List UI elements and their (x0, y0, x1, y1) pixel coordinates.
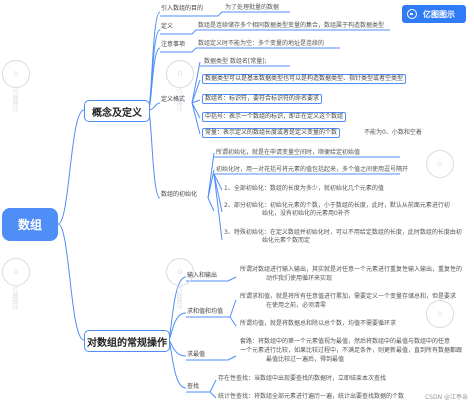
format-label[interactable]: 定义格式 (161, 96, 186, 103)
root-node[interactable]: 数组 (2, 208, 58, 241)
definition-desc: 数组是连续储存多个相同数据类型变量的集合，数组属于构造数据类型 (198, 22, 385, 29)
init-method-full: 1、全部初始化：数组的长度为多少，就初始化几个元素的值 (224, 185, 384, 192)
format-item-name: 数组名：标识符，要符合标识符的命名要求 (202, 94, 323, 105)
init-method-partial-line2: 始化，没有初始化的元素用0补齐 (262, 210, 350, 217)
avg-desc: 所谓均值，就是将数据总和除以总个数，均值不需要循环求 (240, 320, 397, 327)
search-exist-desc: 存在性查找：当数组中出现要查找的数据时，立即结束本次查找 (218, 375, 387, 382)
io-desc-line2: 动作我们使用循环来实现 (266, 275, 333, 282)
format-item-constant: 常量：表示定义的数组长度或者是定义变量的个数 (202, 128, 341, 139)
watermark-logo-mark: D (177, 268, 183, 276)
init-method-special-line2: 始化元素个数而定 (262, 237, 311, 244)
branch-concept-definition[interactable]: 概念及定义 (84, 100, 150, 122)
search-label[interactable]: 查找 (187, 383, 200, 390)
max-desc-line1: 套路：将数组中的第一个元素值视为最值，然后将数组中的最值与数组中的任意 (240, 338, 451, 345)
watermark-logo-mark: D (177, 70, 183, 78)
csdn-watermark: CSDN @江亭亲 (424, 394, 468, 401)
watermark-logo-mark: D (437, 310, 443, 318)
watermark-logo-icon: D (166, 60, 194, 88)
brand-badge[interactable]: 亿图图示 (402, 5, 466, 23)
notes-desc: 数组定义时不能为空：多个变量的地址是连续的 (198, 40, 325, 47)
purpose-desc: 为了处理批量的数据 (225, 4, 280, 11)
format-item-bracket: 中括号：表示一个数组的标识，即正在定义这个数组 (202, 112, 347, 123)
branch-common-operations[interactable]: 对数组的常规操作 (84, 330, 170, 352)
watermark-logo-mark: D (13, 268, 19, 276)
definition-label[interactable]: 定义 (161, 23, 174, 30)
purpose-label[interactable]: 引入数组的目的 (161, 5, 204, 12)
watermark-logo-icon: D (2, 258, 30, 286)
format-side-note: 不能为0、小数和空着 (364, 129, 422, 136)
brand-logo-icon (407, 9, 417, 19)
sum-label[interactable]: 求和值和均值 (187, 308, 224, 315)
search-stat-desc: 统计性查找：将数组全部元素进行遍历一遍，统计出要查找数据的个数 (218, 393, 405, 400)
init-intro: 所谓初始化，就是在申请变量空间时，顺便给定初始值 (216, 149, 361, 156)
notes-label[interactable]: 注意事项 (161, 41, 186, 48)
init-label[interactable]: 数组的初始化 (161, 191, 198, 198)
watermark-text: 亿图图示 (175, 286, 182, 311)
watermark-logo-icon: D (426, 150, 454, 178)
max-desc-line2: 一个元素进行比较，如果比较过程中，不满足条件，则更新最值，直到所有数据都跟 (240, 347, 463, 354)
init-method-partial-line1: 2、部分初始化：初始化元素的个数，小于数组的长度，此时，默认从前面元素进行初 (224, 202, 450, 209)
watermark-logo-mark: D (437, 160, 443, 168)
init-method-special-line1: 3、特殊初始化：在定义数组并初始化时，可以不用给定数组的长度，此时数组的长度由初 (224, 229, 462, 236)
format-header: 数据类型 数组名[常量]; (204, 58, 267, 65)
init-note: 初始化时，用一对花括号将元素的值包括起来，多个值之间使用逗号隔开 (216, 166, 409, 173)
io-desc-line1: 所谓对数组进行输入输出，其实就是对任意一个元素进行重复性输入输出，重复性的 (240, 266, 463, 273)
watermark-logo-icon: D (166, 258, 194, 286)
format-item-type: 数据类型可以是基本数据类型也可以是构造数据类型、指针类型或者空类型 (202, 74, 407, 85)
watermark-text: 亿图图示 (11, 88, 18, 113)
sum-desc-line1: 所谓求和值，就是将所有任意值进行累加，需要定义一个变量存储总和，但是要求 (240, 293, 457, 300)
watermark-logo-mark: D (13, 70, 19, 78)
sum-desc-line2: 在使用之前，必须清零 (266, 302, 327, 309)
max-label[interactable]: 求最值 (187, 351, 206, 358)
watermark-logo-icon: D (2, 60, 30, 88)
watermark-logo-icon: D (426, 300, 454, 328)
watermark-text: 亿图图示 (11, 286, 18, 311)
brand-name: 亿图图示 (423, 9, 455, 19)
max-desc-line3: 最值比较过一遍后，得到最值 (266, 356, 345, 363)
io-label[interactable]: 输入和输出 (187, 272, 218, 279)
